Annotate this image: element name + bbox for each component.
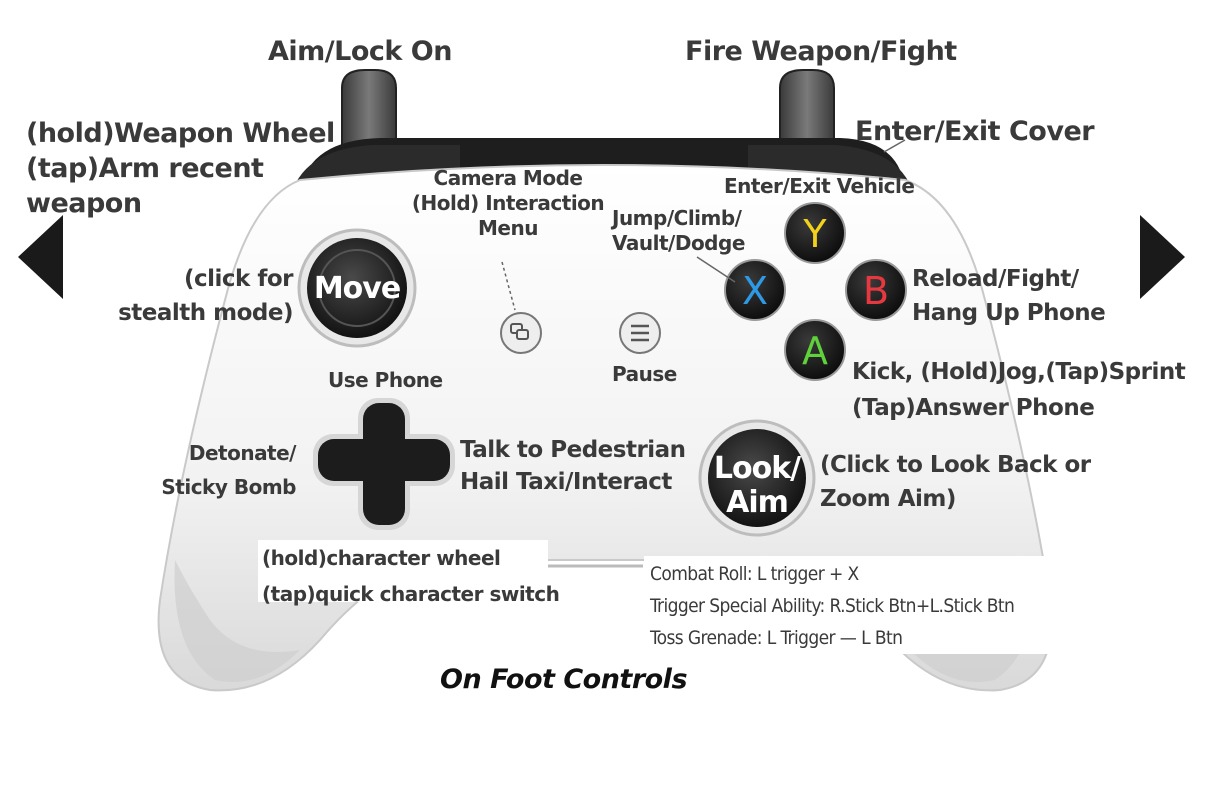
right-bumper-label: Enter/Exit Cover <box>855 116 1095 147</box>
left-stick-click-label: (click for stealth mode) <box>118 266 293 326</box>
x-button[interactable] <box>724 259 786 321</box>
a-button-label: Kick, (Hold)Jog,(Tap)Sprint (Tap)Answer … <box>852 359 1186 421</box>
combo-item: Toss Grenade: L Trigger — L Btn <box>650 627 903 649</box>
leader-lines <box>501 139 906 568</box>
right-trigger-label: Fire Weapon/Fight <box>685 36 957 67</box>
view-button-icon[interactable] <box>500 312 542 354</box>
y-button-label: Enter/Exit Vehicle <box>724 174 915 198</box>
right-stick[interactable] <box>698 419 816 537</box>
right-stick-label-1: Look/ <box>714 451 801 486</box>
a-button-letter: A <box>802 329 828 373</box>
x-button-letter: X <box>742 269 768 313</box>
b-button-letter: B <box>863 269 889 313</box>
d-pad[interactable] <box>313 398 455 530</box>
combo-list: Combat Roll: L trigger + X Trigger Speci… <box>650 558 1015 654</box>
dpad-up-label: Use Phone <box>328 368 443 392</box>
left-trigger-label: Aim/Lock On <box>268 36 452 67</box>
menu-button-icon[interactable] <box>619 312 661 354</box>
combo-item: Combat Roll: L trigger + X <box>650 563 859 585</box>
dpad-right-label: Talk to Pedestrian Hail Taxi/Interact <box>460 437 686 495</box>
y-button[interactable] <box>784 202 846 264</box>
triangle-left-icon[interactable] <box>18 215 63 299</box>
menu-button-label: Pause <box>612 362 677 386</box>
b-button[interactable] <box>845 259 907 321</box>
left-trigger[interactable] <box>341 69 397 159</box>
x-button-label: Jump/Climb/ Vault/Dodge <box>612 206 745 255</box>
left-stick-label: Move <box>314 271 400 306</box>
right-stick-label-2: Aim <box>726 485 788 520</box>
triangle-right-icon[interactable] <box>1140 215 1185 299</box>
view-button-label: Camera Mode (Hold) Interaction Menu <box>411 166 605 240</box>
diagram-caption: On Foot Controls <box>440 664 688 695</box>
y-button-letter: Y <box>802 212 827 256</box>
combo-item: Trigger Special Ability: R.Stick Btn+L.S… <box>650 595 1015 617</box>
b-button-label: Reload/Fight/ Hang Up Phone <box>912 266 1106 326</box>
left-stick[interactable] <box>297 228 417 348</box>
a-button[interactable] <box>784 319 846 381</box>
left-bumper-label: (hold)Weapon Wheel (tap)Arm recent weapo… <box>26 118 335 219</box>
dpad-left-label: Detonate/ Sticky Bomb <box>161 441 296 499</box>
right-trigger[interactable] <box>779 69 835 159</box>
dpad-down-label: (hold)character wheel (tap)quick charact… <box>262 546 560 606</box>
right-stick-click-label: (Click to Look Back or Zoom Aim) <box>820 452 1091 512</box>
